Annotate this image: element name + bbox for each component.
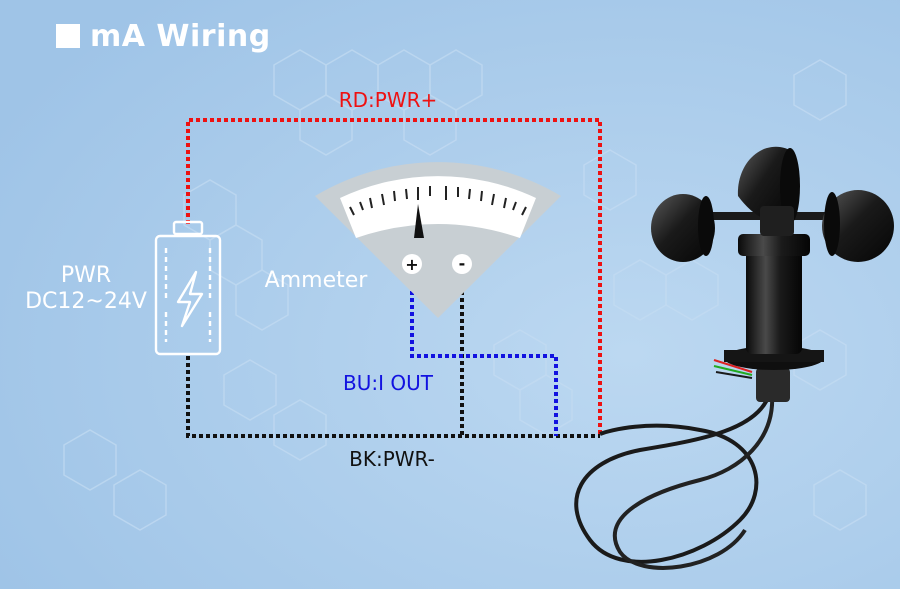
cup-anemometer-icon [574,146,894,570]
ammeter-label: Ammeter [265,268,369,293]
red-wire-label: RD:PWR+ [339,88,438,112]
black-wire [186,270,600,438]
black-wire-label: BK:PWR- [349,447,435,471]
blue-wire [410,270,558,436]
power-label-line2: DC12~24V [25,289,147,314]
red-wire [186,118,602,434]
battery-lightning-icon [154,220,222,356]
ammeter-minus-terminal: - [452,254,472,274]
plus-sign: + [405,255,418,274]
ammeter-gauge-icon [315,162,561,318]
ammeter-plus-terminal: + [402,254,422,274]
power-label: PWR DC12~24V [20,263,152,315]
minus-sign: - [459,254,466,273]
blue-wire-label: BU:I OUT [343,371,434,395]
header-square-icon [56,24,80,48]
power-label-line1: PWR [60,263,112,288]
page-header: mA Wiring [56,14,271,58]
page-title: mA Wiring [90,18,271,54]
